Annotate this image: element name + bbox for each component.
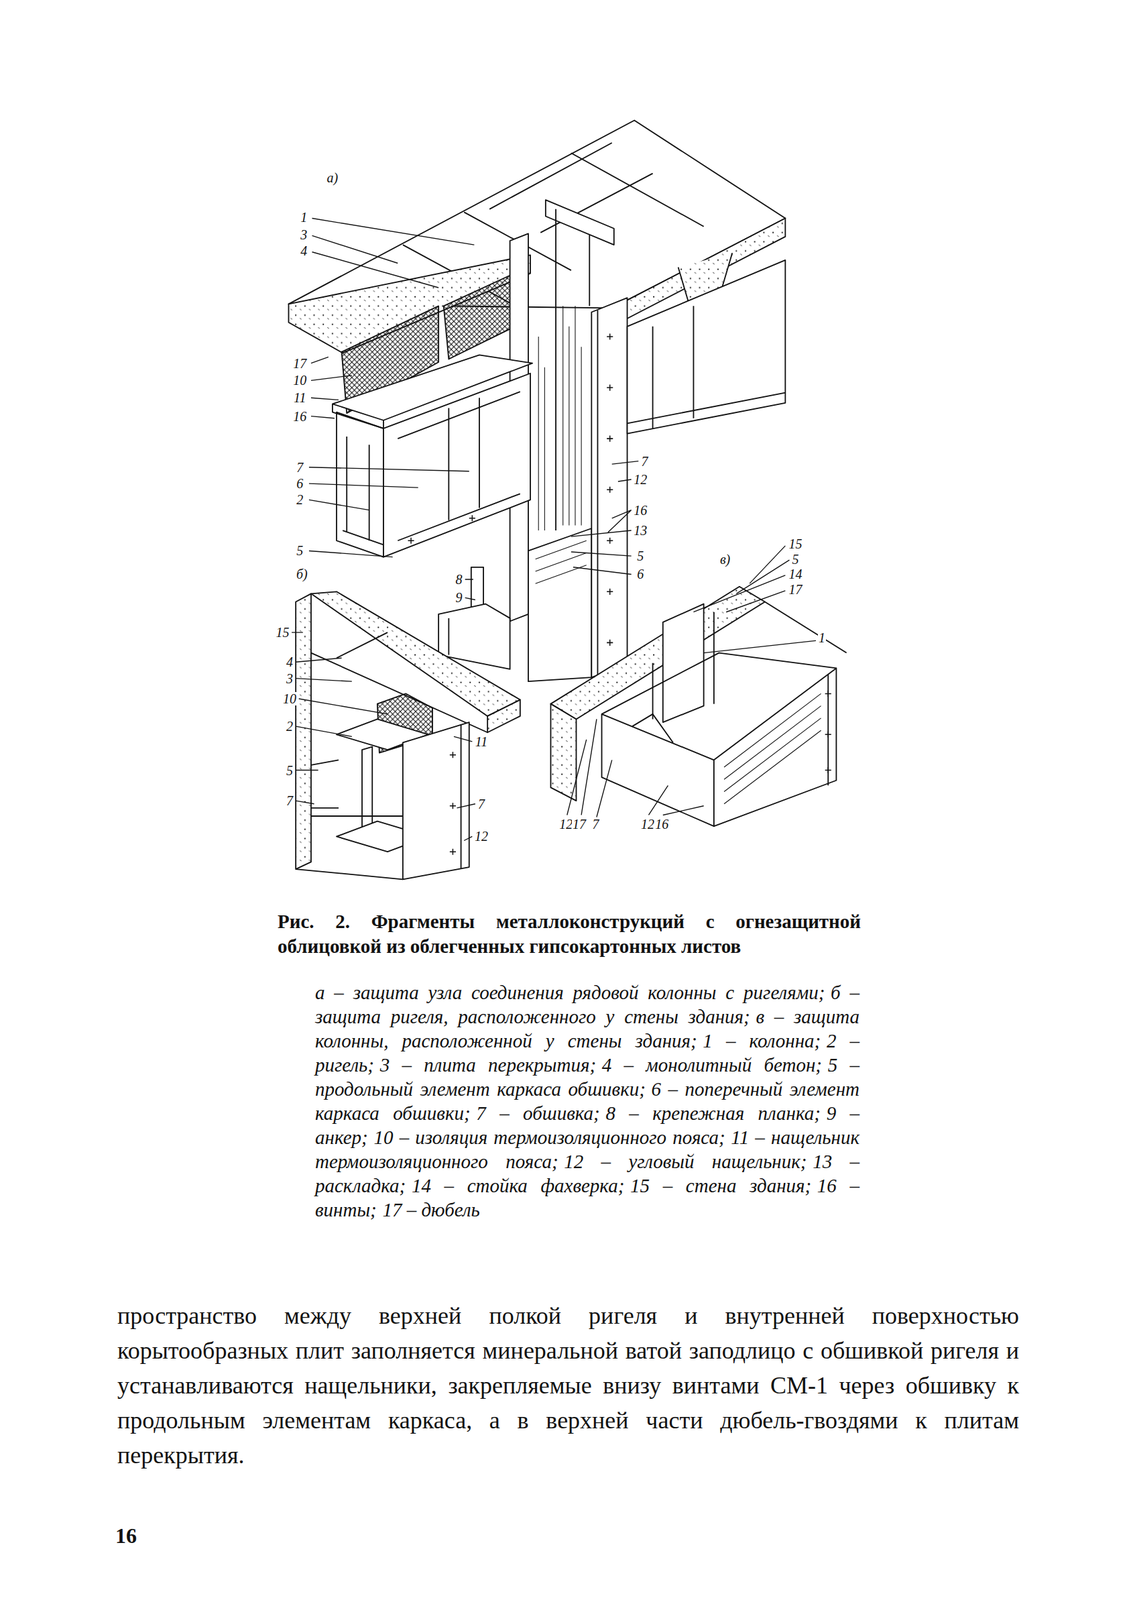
column-beam-joint <box>288 120 786 682</box>
column-at-wall <box>602 652 837 786</box>
column-beam-joint <box>407 333 613 645</box>
column-at-wall <box>724 693 822 804</box>
leader-lines <box>309 218 474 558</box>
leader-lines <box>291 632 476 841</box>
column-at-wall <box>663 604 704 723</box>
callout-number: 16 <box>292 409 308 424</box>
callout-number: 13 <box>632 523 648 538</box>
beam-at-wall <box>449 751 456 855</box>
callout-number: 6 <box>295 476 304 491</box>
callout-number: 15 <box>788 537 804 551</box>
page-number: 16 <box>115 1521 137 1549</box>
column-at-wall <box>714 667 837 826</box>
callout-number: 12 <box>632 472 648 487</box>
body-text: пространство между верхней полкой ригеля… <box>117 1297 1020 1473</box>
callout-number: 5 <box>636 549 645 563</box>
callout-number: 7 <box>285 793 294 808</box>
key-entry: 10 – изоляция термоизоляционного пояса; <box>373 1126 725 1148</box>
key-entry: а – защита узла соединения рядовой колон… <box>315 981 825 1003</box>
column-beam-joint <box>528 528 592 682</box>
callout-number: 4 <box>285 655 294 669</box>
steel-structure-illustration <box>0 0 1129 899</box>
callout-number: 7 <box>640 454 649 468</box>
callout-number: 7 <box>477 797 486 811</box>
callout-number: б) <box>295 567 309 581</box>
beam-at-wall <box>402 722 470 879</box>
key-entry: 12 – угловый нащельник; <box>563 1150 807 1172</box>
callout-number: 16 <box>654 817 670 831</box>
column-at-wall <box>652 612 715 720</box>
callout-number: 5 <box>285 763 294 778</box>
callout-number: 14 <box>788 567 804 581</box>
column-at-wall <box>602 714 715 826</box>
callout-number: 7 <box>591 817 600 831</box>
callout-number: 4 <box>299 244 308 258</box>
key-entry: 7 – обшивка; <box>476 1102 600 1124</box>
column-beam-joint <box>332 354 533 420</box>
callout-number: 3 <box>285 671 294 686</box>
figure-caption: Рис. 2. Фрагменты металлоконструкций с о… <box>277 909 861 959</box>
callout-number: 5 <box>791 552 800 566</box>
column-beam-joint <box>597 309 599 676</box>
callout-number: 12 <box>558 817 574 831</box>
callout-number: 12 <box>640 817 656 831</box>
leader-lines <box>465 461 639 601</box>
key-entry: 3 – плита перекрытия; <box>380 1053 597 1076</box>
column-beam-joint <box>538 305 582 531</box>
callout-number: 17 <box>571 817 587 831</box>
key-entry: 14 – стойка фахверка; <box>411 1174 625 1197</box>
column-beam-joint <box>332 403 384 429</box>
column-at-wall <box>550 586 765 720</box>
beam-at-wall <box>487 699 521 733</box>
callout-number: 8 <box>455 572 464 586</box>
callout-number: в) <box>719 552 731 566</box>
callout-number: 11 <box>474 734 489 749</box>
column-beam-joint <box>471 567 484 609</box>
callout-number: 17 <box>788 582 804 597</box>
column-beam-joint <box>288 120 786 309</box>
beam-at-wall <box>295 591 521 879</box>
callout-number: 7 <box>295 460 304 474</box>
callout-number: 3 <box>299 227 308 242</box>
beam-at-wall <box>295 593 312 869</box>
column-beam-joint <box>535 540 587 584</box>
leader-lines <box>567 545 816 818</box>
leader-lines <box>291 218 816 841</box>
column-at-wall <box>632 714 674 743</box>
callout-number: 2 <box>295 492 304 507</box>
callout-number: 5 <box>295 543 304 558</box>
callout-number: 11 <box>292 390 308 405</box>
column-beam-joint <box>555 209 590 531</box>
column-beam-joint <box>627 305 786 429</box>
beam-at-wall <box>295 724 461 879</box>
callout-number: 10 <box>292 373 308 387</box>
callout-number: 10 <box>282 691 297 706</box>
column-at-wall <box>550 586 847 826</box>
callout-number: 16 <box>632 503 648 517</box>
beam-at-wall <box>311 591 521 717</box>
column-beam-joint <box>447 618 450 656</box>
column-at-wall <box>550 703 576 802</box>
column-beam-joint <box>443 275 515 360</box>
callout-number: 17 <box>292 356 308 371</box>
callout-number: 9 <box>455 590 464 605</box>
callout-number: 12 <box>473 829 489 843</box>
key-entry: 15 – стена здания; <box>630 1174 812 1197</box>
callout-number: 1 <box>817 630 826 645</box>
column-at-wall <box>825 690 832 774</box>
callout-number: 6 <box>636 567 645 581</box>
key-entry: 17 – дюбель <box>382 1198 480 1221</box>
figure-key: а – защита узла соединения рядовой колон… <box>315 980 860 1222</box>
callout-number: а) <box>326 170 340 185</box>
key-entry: 4 – монолитный бетон; <box>602 1053 822 1076</box>
callout-number: 15 <box>274 625 290 639</box>
key-entry: 1 – колонна; <box>702 1029 821 1052</box>
key-entry: 8 – крепежная планка; <box>605 1102 820 1124</box>
column-beam-joint <box>627 260 786 434</box>
callout-number: 2 <box>285 719 294 733</box>
callout-number: 1 <box>299 210 308 224</box>
